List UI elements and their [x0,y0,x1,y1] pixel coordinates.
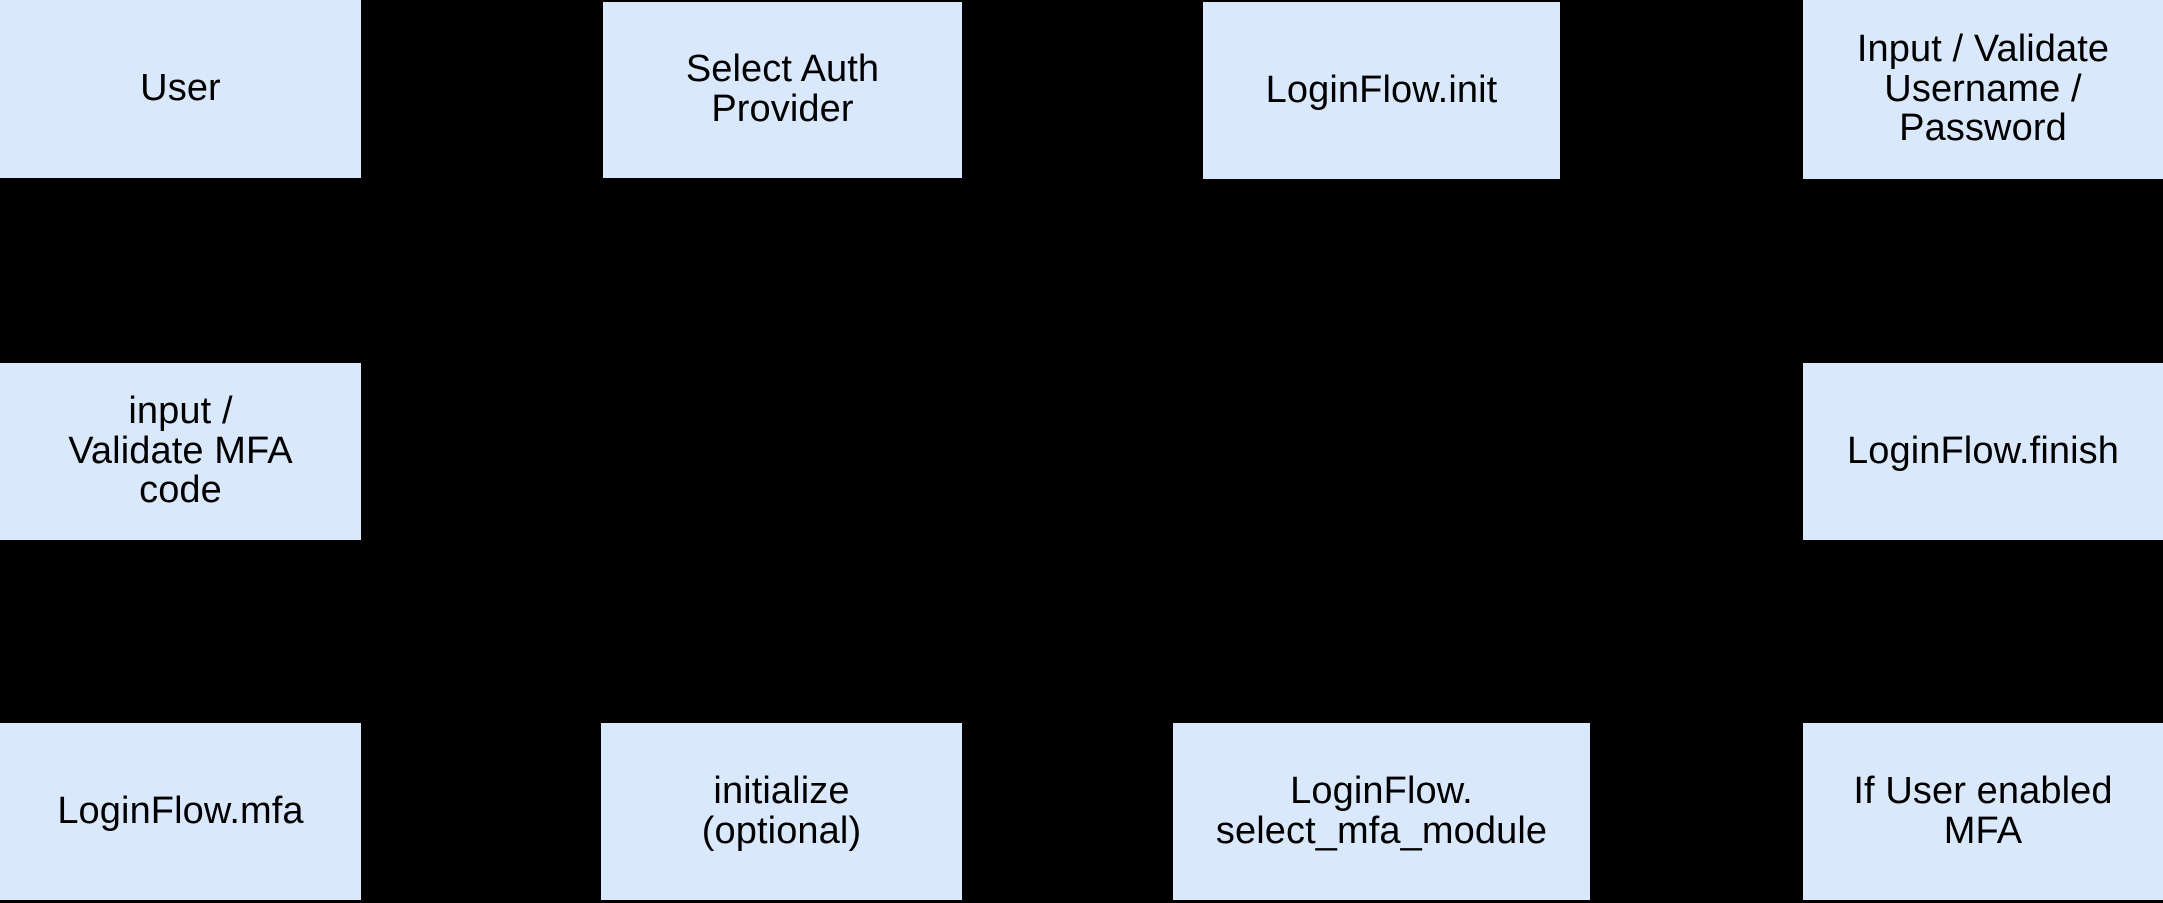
node-loginflow-select-mfa-module-label: LoginFlow. select_mfa_module [1215,769,1548,852]
node-loginflow-init-label: LoginFlow.init [1265,68,1498,111]
node-loginflow-finish[interactable]: LoginFlow.finish [1803,363,2163,540]
node-select-auth-provider[interactable]: Select Auth Provider [603,2,962,178]
node-loginflow-mfa[interactable]: LoginFlow.mfa [0,723,361,900]
node-loginflow-select-mfa-module[interactable]: LoginFlow. select_mfa_module [1173,723,1590,900]
node-user-label: User [140,67,221,110]
node-input-validate-mfa-code-label: input / Validate MFA code [68,389,293,512]
node-input-validate-username-password[interactable]: Input / Validate Username / Password [1803,0,2163,179]
node-loginflow-mfa-label: LoginFlow.mfa [57,789,304,832]
node-if-user-enabled-mfa[interactable]: If User enabled MFA [1803,723,2163,900]
node-initialize-optional-label: initialize (optional) [701,769,862,852]
node-user[interactable]: User [0,0,361,178]
node-loginflow-finish-label: LoginFlow.finish [1847,429,2119,472]
node-initialize-optional[interactable]: initialize (optional) [601,723,962,900]
node-input-validate-username-password-label: Input / Validate Username / Password [1856,27,2110,150]
node-input-validate-mfa-code[interactable]: input / Validate MFA code [0,363,361,540]
node-if-user-enabled-mfa-label: If User enabled MFA [1853,769,2113,852]
node-loginflow-init[interactable]: LoginFlow.init [1203,2,1560,179]
node-select-auth-provider-label: Select Auth Provider [685,48,880,130]
